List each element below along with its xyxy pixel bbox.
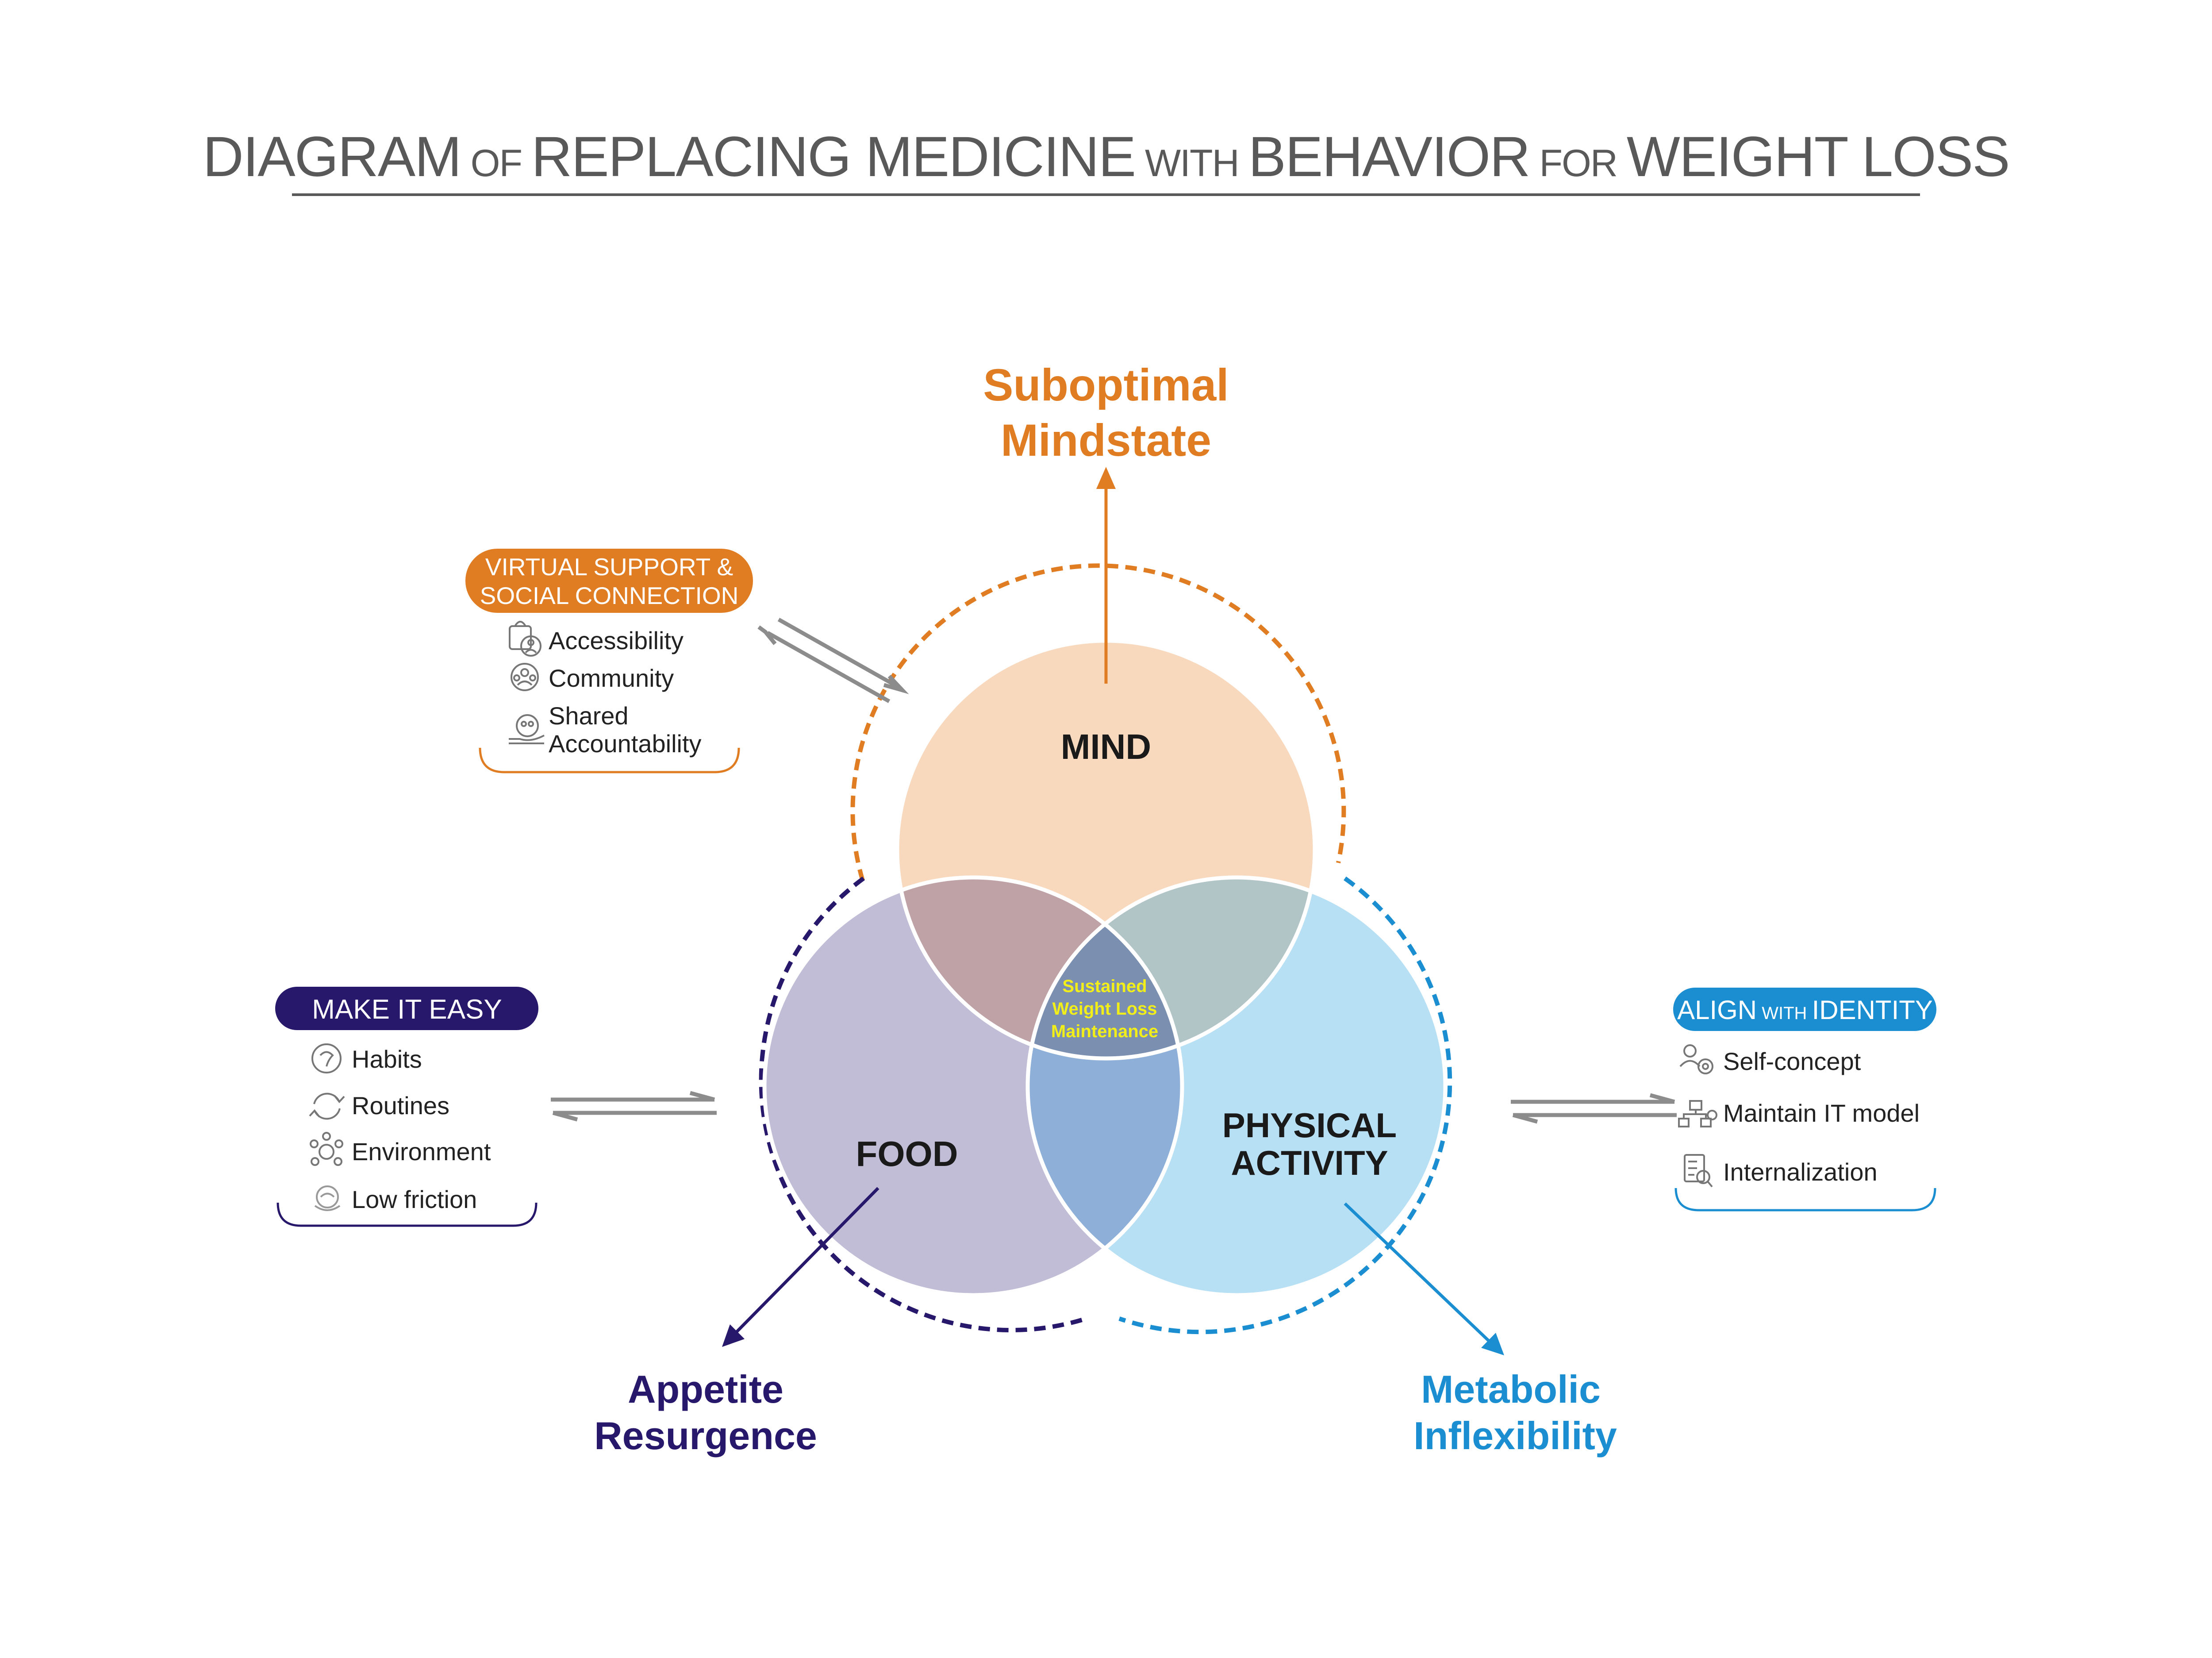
center-label-line1: Sustained [1062, 977, 1147, 996]
self-concept-icon [1679, 1044, 1713, 1074]
internalization-label: Internalization [1723, 1158, 1878, 1186]
identity-bracket [1674, 1188, 1936, 1212]
self-concept-label: Self-concept [1723, 1047, 1861, 1075]
accessibility-label: Accessibility [549, 627, 684, 654]
title-part: OF [461, 142, 531, 185]
activity-label-line2: ACTIVITY [1231, 1143, 1388, 1182]
community-label: Community [549, 664, 674, 692]
low-friction-label: Low friction [352, 1185, 477, 1213]
habits-label: Habits [352, 1045, 422, 1073]
identity-header-pill [1673, 988, 1936, 1031]
easy-header-text: MAKE IT EASY [312, 994, 502, 1025]
low-friction-icon [314, 1185, 341, 1211]
shared-accountability-label-line1: Shared [549, 702, 629, 730]
mind-outcome-arrow [1096, 467, 1116, 684]
easy-bracket [276, 1202, 538, 1227]
title-part: FOR [1530, 142, 1627, 185]
food-outcome-line1: Appetite [628, 1367, 783, 1411]
title-part: BEHAVIOR [1248, 125, 1530, 188]
identity-header-word: ALIGN [1677, 995, 1757, 1025]
routines-icon [309, 1093, 345, 1120]
title-part: WEIGHT LOSS [1627, 125, 2009, 188]
habits-icon [311, 1043, 342, 1073]
identity-panel: ALIGN WITH IDENTITY Self-concept Maintai… [1673, 988, 1936, 1212]
identity-header-word: WITH [1757, 1004, 1812, 1023]
routines-label: Routines [352, 1092, 449, 1119]
support-bracket [479, 747, 740, 773]
mind-outcome-line1: Suboptimal [983, 360, 1229, 410]
easy-exchange-arrows [551, 1091, 717, 1122]
identity-exchange-arrows [1511, 1093, 1677, 1124]
center-overlap [1028, 877, 1182, 1058]
mind-label: MIND [1061, 727, 1151, 766]
it-model-icon [1678, 1100, 1717, 1127]
support-header-line2: SOCIAL CONNECTION [480, 582, 739, 609]
activity-outcome-line1: Metabolic [1421, 1367, 1601, 1411]
community-icon [511, 663, 539, 691]
support-header-line1: VIRTUAL SUPPORT & [485, 553, 733, 581]
activity-label-line1: PHYSICAL [1222, 1106, 1397, 1145]
identity-header-word: IDENTITY [1812, 995, 1933, 1025]
support-panel: VIRTUAL SUPPORT & SOCIAL CONNECTION Acce… [465, 549, 753, 773]
title-part: DIAGRAM [203, 125, 461, 188]
title-part: REPLACING MEDICINE [531, 125, 1135, 188]
environment-icon [310, 1132, 343, 1166]
identity-header-text: ALIGN WITH IDENTITY [1677, 995, 1933, 1025]
center-label-line2: Weight Loss [1052, 999, 1157, 1019]
diagram-title: DIAGRAM OF REPLACING MEDICINE WITH BEHAV… [203, 125, 2009, 188]
support-header-pill [465, 549, 753, 613]
environment-label: Environment [352, 1138, 491, 1166]
easy-panel: MAKE IT EASY Habits Routines Environment [275, 987, 538, 1227]
mind-outcome-line2: Mindstate [1001, 415, 1211, 465]
activity-outcome-line2: Inflexibility [1413, 1414, 1617, 1458]
activity-dashed-arc [1118, 876, 1452, 1335]
title-part: WITH [1135, 142, 1248, 185]
mind-dashed-arc [850, 563, 1346, 881]
food-outcome-line2: Resurgence [594, 1414, 817, 1458]
support-exchange-arrows [757, 618, 909, 703]
shared-accountability-icon [509, 714, 545, 744]
easy-header-pill [275, 987, 538, 1030]
internalization-icon [1684, 1154, 1713, 1188]
food-outcome-arrow [722, 1187, 879, 1347]
activity-outcome-arrow [1344, 1202, 1504, 1355]
it-model-label: Maintain IT model [1723, 1099, 1920, 1127]
accessibility-icon [509, 621, 541, 657]
food-label: FOOD [856, 1134, 958, 1173]
shared-accountability-label-line2: Accountability [549, 730, 702, 758]
center-label-line3: Maintenance [1051, 1022, 1158, 1041]
